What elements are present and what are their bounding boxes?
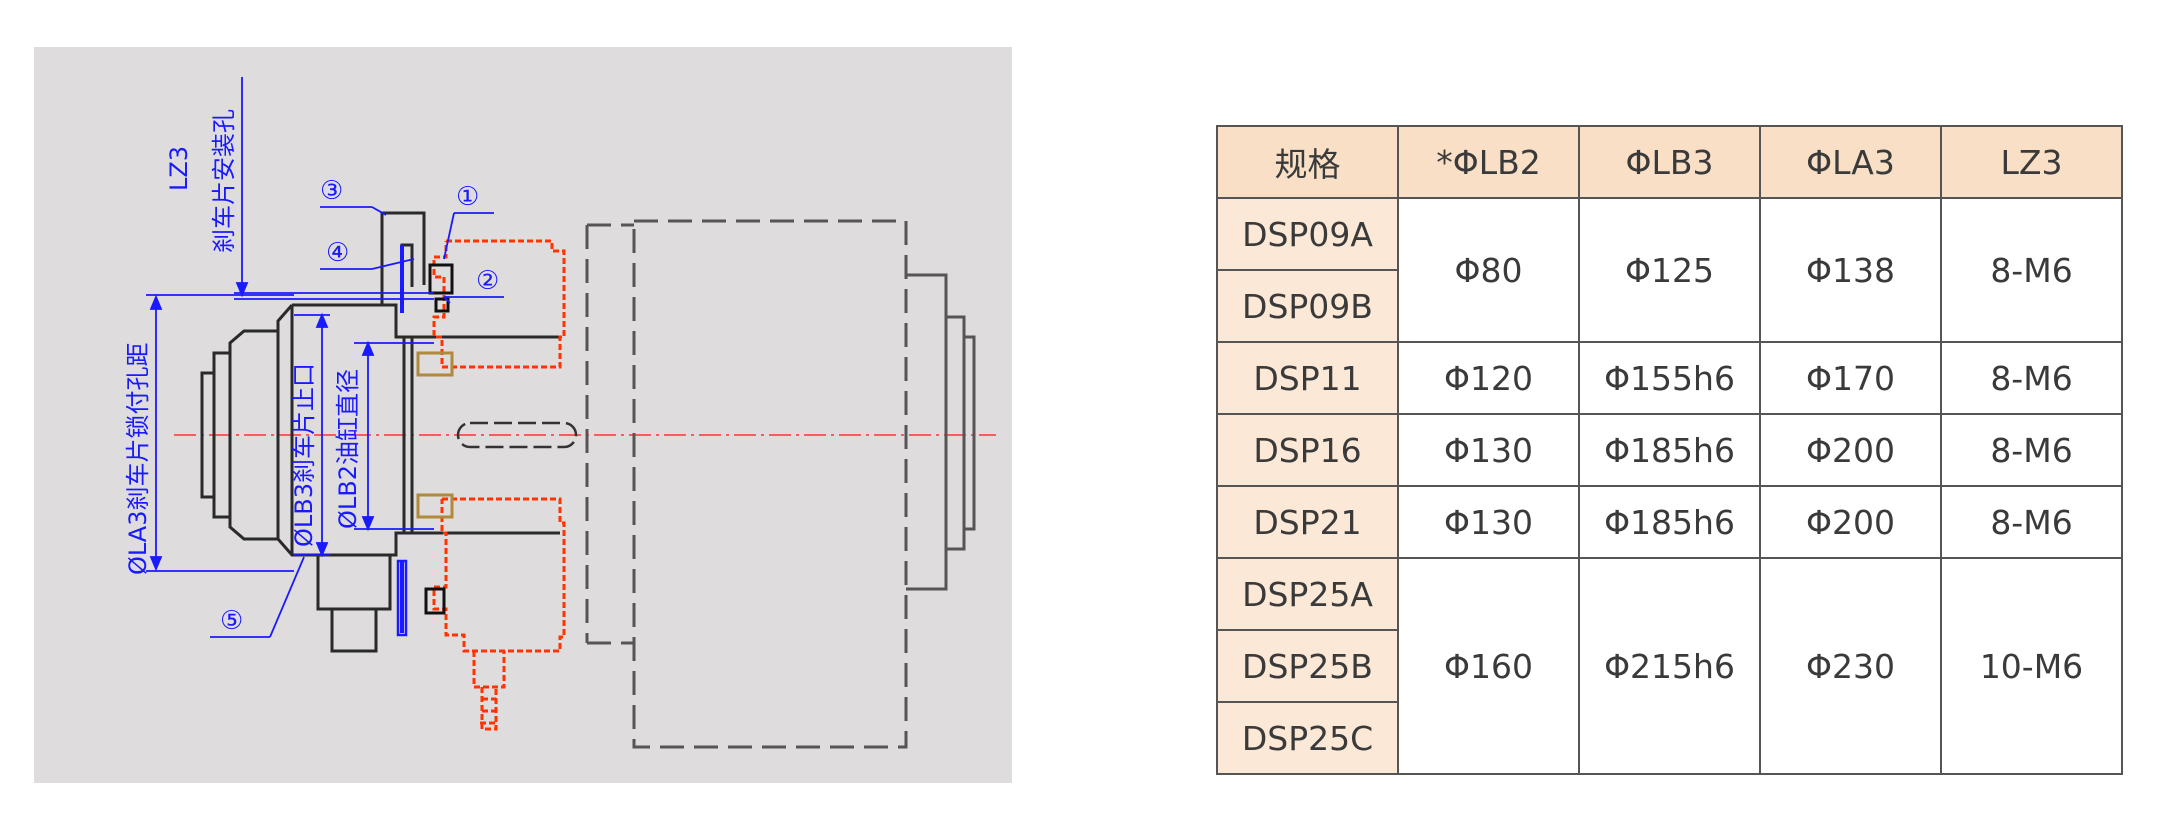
- drawing-background: [34, 47, 1012, 783]
- lb2-cell: Φ130: [1397, 485, 1580, 559]
- model-cell: DSP21: [1216, 485, 1399, 559]
- lb2-cell: Φ80: [1397, 197, 1580, 343]
- brake-body: [200, 211, 560, 653]
- model-cell: DSP25A: [1216, 557, 1399, 631]
- lb3-cell: Φ185h6: [1578, 413, 1761, 487]
- lz3-label: LZ3: [165, 146, 193, 191]
- brake-plate-lower: [396, 559, 408, 637]
- table-row: DSP25C: [1216, 701, 2122, 775]
- lz3-cell: 8-M6: [1940, 485, 2123, 559]
- seal-upper: [416, 351, 454, 377]
- callout-3: ③: [320, 176, 343, 206]
- model-cell: DSP11: [1216, 341, 1399, 415]
- table-row: DSP16 Φ130 Φ185h6 Φ200 8-M6: [1216, 413, 2123, 487]
- brake-caliper-highlight: [432, 239, 566, 731]
- la3-cell: Φ200: [1759, 485, 1942, 559]
- table-row: DSP25B: [1216, 629, 2122, 703]
- header-lz3: LZ3: [1940, 125, 2123, 199]
- table-header-row: 规格 *ΦLB2 ΦLB3 ΦLA3 LZ3: [1216, 125, 2123, 199]
- lb2-label: ØLB2油缸直径: [334, 369, 362, 529]
- lz3-cell: 8-M6: [1940, 413, 2123, 487]
- la3-cell: Φ230: [1759, 557, 1942, 775]
- lz3-description: 刹车片安装孔: [210, 109, 238, 253]
- table-row: DSP25A Φ160 Φ215h6 Φ230 10-M6: [1216, 557, 2123, 775]
- lb3-cell: Φ125: [1578, 197, 1761, 343]
- table-row: DSP11 Φ120 Φ155h6 Φ170 8-M6: [1216, 341, 2123, 415]
- la3-cell: Φ170: [1759, 341, 1942, 415]
- header-la3: ΦLA3: [1759, 125, 1942, 199]
- spec-table: 规格 *ΦLB2 ΦLB3 ΦLA3 LZ3 DSP09A Φ80 Φ125 Φ…: [1216, 125, 2123, 775]
- header-lb2: *ΦLB2: [1397, 125, 1580, 199]
- callout-1: ①: [456, 182, 479, 212]
- la3-cell: Φ200: [1759, 413, 1942, 487]
- lb3-label: ØLB3刹车片止口: [290, 363, 318, 547]
- model-cell: DSP09B: [1216, 269, 1399, 343]
- callout-2: ②: [476, 266, 499, 296]
- table-row: DSP21 Φ130 Φ185h6 Φ200 8-M6: [1216, 485, 2123, 559]
- model-cell: DSP25B: [1216, 629, 1399, 703]
- lb2-cell: Φ160: [1397, 557, 1580, 775]
- header-spec: 规格: [1216, 125, 1399, 199]
- header-lb3: ΦLB3: [1578, 125, 1761, 199]
- dimension-lines: [146, 77, 504, 638]
- lz3-cell: 10-M6: [1940, 557, 2123, 775]
- seal-lower: [416, 493, 454, 519]
- lb3-cell: Φ185h6: [1578, 485, 1761, 559]
- table-row: DSP09A Φ80 Φ125 Φ138 8-M6: [1216, 197, 2123, 343]
- lb3-cell: Φ155h6: [1578, 341, 1761, 415]
- lb2-cell: Φ130: [1397, 413, 1580, 487]
- table-row: DSP09B: [1216, 269, 2122, 343]
- la3-label: ØLA3刹车片锁付孔距: [124, 343, 152, 576]
- callout-4: ④: [326, 238, 349, 268]
- model-cell: DSP25C: [1216, 701, 1399, 775]
- model-cell: DSP09A: [1216, 197, 1399, 271]
- lb2-cell: Φ120: [1397, 341, 1580, 415]
- callout-5: ⑤: [220, 606, 243, 636]
- motor-flange-outline: [906, 273, 976, 591]
- lz3-cell: 8-M6: [1940, 197, 2123, 343]
- lz3-cell: 8-M6: [1940, 341, 2123, 415]
- motor-housing-dashed: [585, 219, 908, 749]
- keyway-slot: [456, 421, 578, 449]
- la3-cell: Φ138: [1759, 197, 1942, 343]
- cross-section-drawing: LZ3 刹车片安装孔 ØLA3刹车片锁付孔距 ØLB3刹车片止口 ØLB2油缸直…: [34, 47, 1012, 783]
- brake-pad-parts: [424, 263, 454, 615]
- lb3-cell: Φ215h6: [1578, 557, 1761, 775]
- model-cell: DSP16: [1216, 413, 1399, 487]
